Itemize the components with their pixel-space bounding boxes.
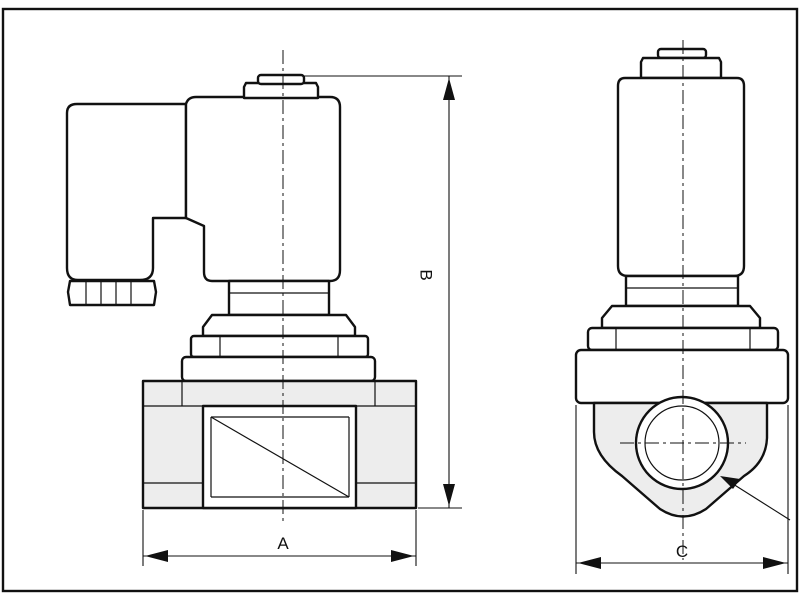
connector-housing (65, 102, 188, 282)
end-view (574, 40, 790, 560)
top-nut (242, 81, 320, 100)
end-stem (624, 274, 740, 308)
dimension-b-label: B (417, 269, 436, 280)
coil-body (184, 95, 342, 283)
drawing-border (1, 7, 799, 593)
top-nut-cap (256, 73, 306, 86)
end-bonnet-upper (600, 304, 762, 330)
dimension-a: A (142, 510, 417, 566)
end-bonnet-lower (574, 348, 790, 405)
bonnet-upper (201, 313, 357, 338)
bonnet-middle (189, 334, 370, 359)
stem (227, 279, 331, 317)
end-top-nut-cap (656, 47, 708, 60)
end-top-nut (639, 56, 723, 80)
cable-gland (66, 279, 158, 307)
dimension-c: C (575, 405, 789, 574)
port-leader (720, 476, 791, 521)
dimension-c-label: C (676, 542, 688, 561)
dimension-a-label: A (277, 534, 289, 553)
bonnet-lower (180, 355, 377, 383)
valve-body-center (201, 404, 358, 510)
end-coil (616, 76, 746, 278)
dimension-b: B (304, 75, 462, 509)
side-view (65, 50, 418, 525)
